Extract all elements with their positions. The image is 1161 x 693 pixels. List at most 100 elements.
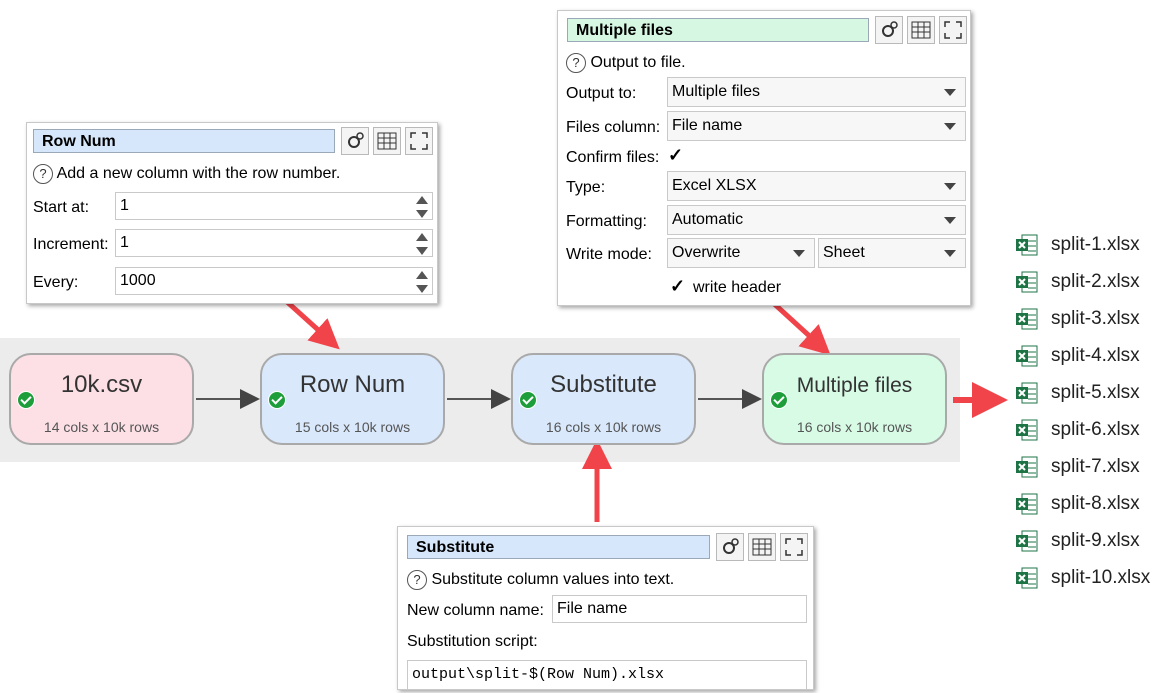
increment-spinner[interactable] bbox=[416, 232, 428, 256]
excel-file-icon bbox=[1016, 493, 1038, 515]
callout-arrow-multiple bbox=[768, 298, 831, 356]
gear-icon bbox=[348, 132, 364, 148]
help-icon[interactable]: ? bbox=[33, 164, 53, 184]
multiple-files-panel: Multiple files ? Output to file. Output … bbox=[557, 10, 971, 306]
node-multiple-files[interactable]: Multiple files 16 cols x 10k rows bbox=[762, 353, 947, 445]
table-view-button[interactable] bbox=[373, 127, 401, 155]
file-name: split-4.xlsx bbox=[1051, 345, 1140, 366]
file-name: split-8.xlsx bbox=[1051, 493, 1140, 514]
write-mode-target-select[interactable]: Sheet bbox=[818, 238, 966, 268]
callout-arrow-rownum bbox=[283, 298, 340, 350]
formatting-select[interactable]: Automatic bbox=[667, 205, 966, 235]
output-to-select[interactable]: Multiple files bbox=[667, 77, 966, 107]
table-view-button[interactable] bbox=[907, 16, 935, 44]
node-title: Multiple files bbox=[796, 374, 913, 397]
excel-file-icon bbox=[1016, 234, 1038, 256]
write-mode-target-value: Sheet bbox=[823, 244, 865, 261]
increment-label: Increment: bbox=[33, 236, 109, 253]
settings-gear-button[interactable] bbox=[716, 533, 744, 561]
chevron-down-icon bbox=[944, 89, 956, 96]
node-subtitle: 16 cols x 10k rows bbox=[796, 419, 913, 435]
node-row-num[interactable]: Row Num 15 cols x 10k rows bbox=[260, 353, 445, 445]
table-view-button[interactable] bbox=[748, 533, 776, 561]
increment-value: 1 bbox=[120, 234, 129, 251]
maximize-button[interactable] bbox=[939, 16, 967, 44]
start-at-input[interactable]: 1 bbox=[115, 192, 433, 220]
new-column-name-input[interactable]: File name bbox=[552, 595, 807, 623]
node-substitute[interactable]: Substitute 16 cols x 10k rows bbox=[511, 353, 696, 445]
files-column-value: File name bbox=[672, 117, 743, 134]
formatting-value: Automatic bbox=[672, 211, 744, 228]
every-input[interactable]: 1000 bbox=[115, 267, 433, 295]
confirm-files-checkbox[interactable]: ✓ bbox=[668, 145, 684, 165]
row-num-panel: Row Num ? Add a new column with the row … bbox=[26, 122, 438, 304]
chevron-down-icon bbox=[944, 250, 956, 257]
excel-file-icon bbox=[1016, 419, 1038, 441]
panel-title: Multiple files bbox=[567, 18, 869, 42]
substitution-script-value: output\split-$(Row Num).xlsx bbox=[412, 666, 665, 683]
chevron-down-icon bbox=[793, 250, 805, 257]
file-name: split-6.xlsx bbox=[1051, 419, 1140, 440]
table-icon bbox=[911, 21, 931, 39]
new-column-name-value: File name bbox=[557, 600, 628, 617]
node-subtitle: 15 cols x 10k rows bbox=[294, 419, 411, 435]
chevron-down-icon bbox=[944, 183, 956, 190]
excel-file-icon bbox=[1016, 271, 1038, 293]
file-name: split-9.xlsx bbox=[1051, 530, 1140, 551]
status-ok-icon bbox=[17, 391, 35, 409]
node-title: Substitute bbox=[550, 371, 657, 398]
panel-title: Substitute bbox=[407, 535, 710, 559]
gear-icon bbox=[723, 538, 739, 554]
maximize-button[interactable] bbox=[405, 127, 433, 155]
start-at-spinner[interactable] bbox=[416, 195, 428, 219]
type-value: Excel XLSX bbox=[672, 177, 757, 194]
file-name: split-3.xlsx bbox=[1051, 308, 1140, 329]
description-text: Substitute column values into text. bbox=[431, 571, 675, 589]
status-ok-icon bbox=[770, 391, 788, 409]
start-at-label: Start at: bbox=[33, 199, 90, 216]
formatting-label: Formatting: bbox=[566, 213, 647, 230]
write-header-label: write header bbox=[693, 279, 782, 296]
new-column-name-label: New column name: bbox=[407, 602, 544, 619]
description-row: ? Add a new column with the row number. bbox=[33, 164, 340, 184]
node-subtitle: 14 cols x 10k rows bbox=[43, 419, 160, 435]
file-name: split-2.xlsx bbox=[1051, 271, 1140, 292]
output-to-label: Output to: bbox=[566, 85, 637, 102]
substitution-script-input[interactable]: output\split-$(Row Num).xlsx bbox=[407, 660, 807, 690]
expand-icon bbox=[410, 132, 428, 150]
type-select[interactable]: Excel XLSX bbox=[667, 171, 966, 201]
excel-file-icon bbox=[1016, 308, 1038, 330]
help-icon[interactable]: ? bbox=[407, 570, 427, 590]
every-spinner[interactable] bbox=[416, 270, 428, 294]
every-label: Every: bbox=[33, 274, 79, 291]
write-mode-select[interactable]: Overwrite bbox=[667, 238, 815, 268]
write-mode-label: Write mode: bbox=[566, 246, 652, 263]
description-text: Output to file. bbox=[590, 54, 686, 72]
excel-file-icon bbox=[1016, 567, 1038, 589]
confirm-files-label: Confirm files: bbox=[566, 149, 660, 166]
description-row: ? Substitute column values into text. bbox=[407, 570, 674, 590]
settings-gear-button[interactable] bbox=[341, 127, 369, 155]
description-text: Add a new column with the row number. bbox=[56, 165, 341, 183]
node-title: 10k.csv bbox=[60, 371, 143, 398]
substitution-script-label: Substitution script: bbox=[407, 633, 538, 650]
chevron-down-icon bbox=[944, 123, 956, 130]
node-title: Row Num bbox=[299, 371, 406, 398]
expand-icon bbox=[944, 21, 962, 39]
write-header-checkbox[interactable]: ✓ bbox=[670, 276, 686, 296]
files-column-select[interactable]: File name bbox=[667, 111, 966, 141]
status-ok-icon bbox=[519, 391, 537, 409]
every-value: 1000 bbox=[120, 272, 156, 289]
maximize-button[interactable] bbox=[780, 533, 808, 561]
node-subtitle: 16 cols x 10k rows bbox=[545, 419, 662, 435]
node-10k-csv[interactable]: 10k.csv 14 cols x 10k rows bbox=[9, 353, 194, 445]
status-ok-icon bbox=[268, 391, 286, 409]
settings-gear-button[interactable] bbox=[875, 16, 903, 44]
table-icon bbox=[752, 538, 772, 556]
increment-input[interactable]: 1 bbox=[115, 229, 433, 257]
help-icon[interactable]: ? bbox=[566, 53, 586, 73]
excel-file-icon bbox=[1016, 530, 1038, 552]
write-mode-value: Overwrite bbox=[672, 244, 741, 261]
substitute-panel: Substitute ? Substitute column values in… bbox=[397, 526, 814, 690]
